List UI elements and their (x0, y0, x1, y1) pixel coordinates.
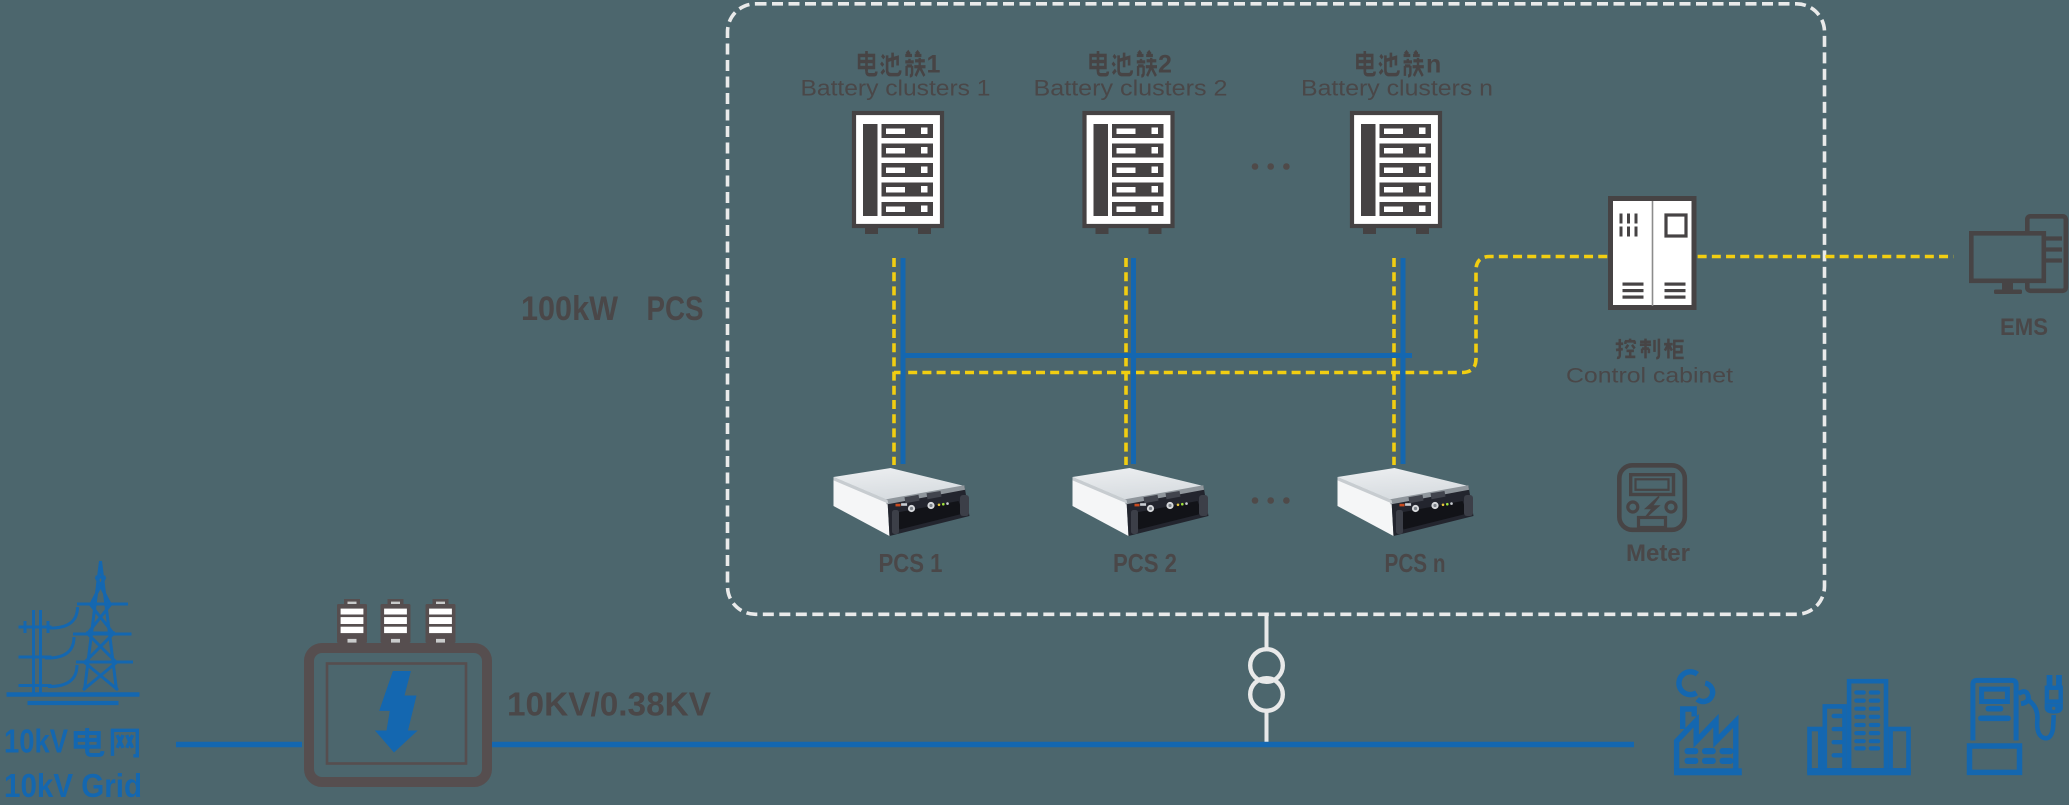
svg-text:PCS: PCS (647, 290, 704, 328)
svg-text:Battery clusters n: Battery clusters n (1301, 76, 1493, 101)
svg-text:10kV: 10kV (4, 723, 68, 760)
svg-text:2: 2 (1158, 51, 1172, 79)
svg-text:1: 1 (927, 51, 941, 79)
svg-text:EMS: EMS (2000, 314, 2048, 341)
svg-text:Meter: Meter (1626, 540, 1690, 567)
svg-text:Control cabinet: Control cabinet (1566, 364, 1733, 388)
svg-text:PCS 1: PCS 1 (879, 548, 943, 578)
svg-text:100kW: 100kW (521, 290, 619, 328)
svg-text:n: n (1426, 51, 1441, 79)
svg-text:Battery clusters 1: Battery clusters 1 (801, 76, 991, 101)
svg-text:PCS n: PCS n (1385, 548, 1446, 578)
svg-text:PCS 2: PCS 2 (1113, 548, 1177, 578)
svg-text:Battery clusters 2: Battery clusters 2 (1034, 76, 1228, 101)
svg-text:10KV/0.38KV: 10KV/0.38KV (507, 687, 712, 724)
svg-text:10kV Grid: 10kV Grid (4, 767, 142, 804)
